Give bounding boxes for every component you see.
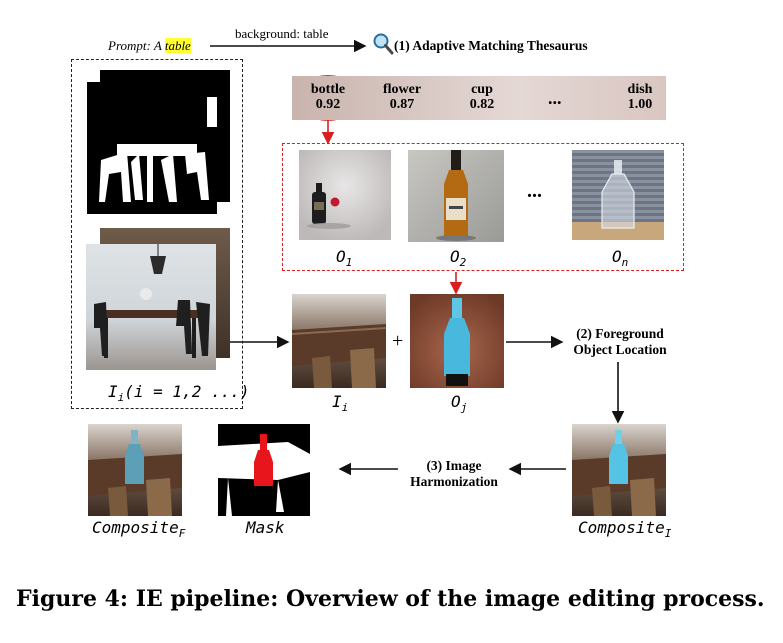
- label-oj: Oj: [451, 392, 468, 415]
- object-image-o2: [408, 150, 504, 242]
- magnifier-icon: [373, 33, 394, 55]
- input-set-label: Ii(i = 1,2 ...): [108, 382, 250, 405]
- label-ii: Ii: [332, 392, 349, 415]
- thesaurus-title: (1) Adaptive Matching Thesaurus: [394, 38, 588, 53]
- image-composite-i: [572, 424, 666, 516]
- label-o1: O1: [336, 247, 353, 270]
- image-ii: [292, 294, 386, 388]
- prompt-prefix: Prompt: A: [108, 38, 165, 53]
- image-mask: [218, 424, 310, 516]
- label-o2: O2: [450, 247, 467, 270]
- input-photo-front: [86, 244, 216, 370]
- object-image-on: [572, 150, 664, 240]
- prompt-text: Prompt: A table: [108, 38, 191, 54]
- prompt-highlight: table: [164, 38, 191, 53]
- figure-caption: Figure 4: IE pipeline: Overview of the i…: [16, 586, 765, 612]
- label-composite-i: CompositeI: [578, 518, 672, 541]
- label-mask: Mask: [246, 518, 285, 537]
- plus-sign: +: [392, 330, 404, 352]
- objects-ellipsis: ...: [527, 180, 542, 202]
- candidate-objects-box: [282, 143, 684, 271]
- thesaurus-bar: [292, 76, 666, 120]
- input-set-box: [71, 59, 243, 409]
- thesaurus-ellipsis: ...: [548, 88, 562, 108]
- mask-stack-front: [87, 82, 217, 214]
- image-oj: [410, 294, 504, 388]
- object-image-o1: [299, 150, 391, 240]
- image-composite-f: [88, 424, 182, 516]
- background-label: background: table: [235, 26, 329, 41]
- label-composite-f: CompositeF: [92, 518, 186, 541]
- label-on: On: [612, 247, 629, 270]
